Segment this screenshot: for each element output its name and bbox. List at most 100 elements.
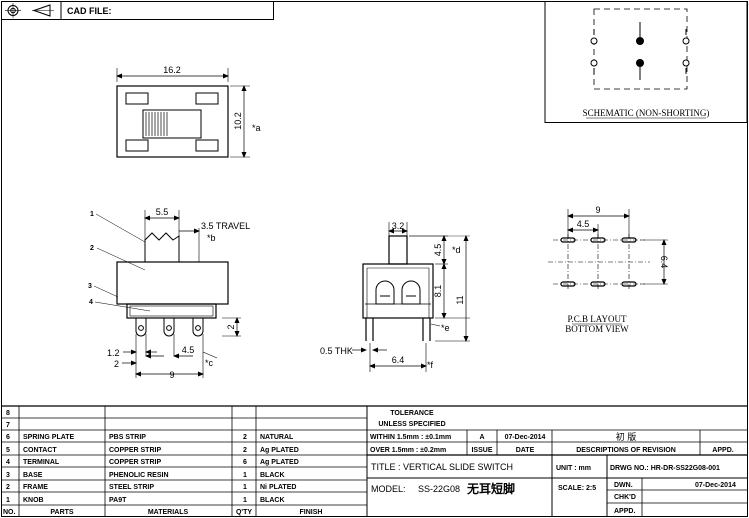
bom-row-4-material: COPPER STRIP (109, 459, 161, 466)
revision-block: A 07-Dec-2014 初 版 ISSUE DATE DESCRIPTION… (471, 431, 733, 454)
front-knob-height-note: *d (452, 245, 461, 255)
revision-rev: A (479, 434, 484, 441)
model-chinese: 无耳短脚 (466, 481, 515, 496)
bom-header-qty: Q'TY (236, 509, 252, 516)
bom-header-parts: PARTS (50, 509, 74, 516)
bom-row-2-finish: Ni PLATED (260, 484, 296, 491)
bom-header-finish: FINISH (300, 509, 323, 516)
drawing-scale: SCALE: 2:5 (558, 485, 596, 492)
dwn-date: 07-Dec-2014 (695, 482, 736, 489)
bom-row-2-part: FRAME (23, 484, 48, 491)
tolerance-row-2: OVER 1.5mm : ±0.2mm (370, 447, 446, 454)
front-view: 3.2 4.5 *d 8.1 11 *e 0.5 THK (320, 221, 470, 372)
front-body-height: 8.1 (433, 285, 443, 298)
bom-table: 8 7 6 SPRING PLATE PBS STRIP 2 NATURAL 5… (3, 410, 322, 516)
title-block-text: TITLE : VERTICAL SLIDE SWITCH UNIT : mm … (371, 462, 736, 515)
dwn-label: DWN. (614, 482, 633, 489)
pcb-pitch: 4.5 (577, 219, 590, 229)
bom-row-1-material: PA9T (109, 497, 127, 504)
side-pin-width: 1.2 (107, 348, 120, 358)
revision-desc-label: DESCRIPTIONS OF REVISION (576, 447, 676, 454)
front-knob-height: 4.5 (433, 244, 443, 257)
callout-4: 4 (89, 299, 93, 306)
bom-row-2-material: STEEL STRIP (109, 484, 154, 491)
callout-3: 3 (88, 283, 92, 290)
revision-description: 初 版 (616, 431, 637, 442)
bom-row-8-no: 8 (6, 410, 10, 417)
bom-row-3-part: BASE (23, 472, 43, 479)
pcb-layout: 9 4.5 6.4 P.C.B LAYOUT BOTTOM VIEW (548, 205, 669, 334)
side-knob-width: 5.5 (156, 207, 169, 217)
tolerance-block: TOLERANCE UNLESS SPECIFIED WITHIN 1.5mm … (370, 410, 451, 454)
pcb-subtitle: BOTTOM VIEW (565, 324, 629, 334)
bom-row-1-no: 1 (6, 497, 10, 504)
bom-row-2-no: 2 (6, 484, 10, 491)
side-pitch: 4.5 (182, 345, 195, 355)
side-travel-note: *b (207, 233, 216, 243)
bom-row-5-part: CONTACT (23, 447, 57, 454)
drawing-title: TITLE : VERTICAL SLIDE SWITCH (371, 462, 513, 472)
title-block (1, 405, 747, 516)
bom-row-3-finish: BLACK (260, 472, 285, 479)
revision-issue-label: ISSUE (471, 447, 492, 454)
bom-row-5-qty: 2 (243, 447, 247, 454)
side-span: 9 (169, 370, 174, 380)
header: CAD FILE: (1, 1, 274, 20)
tolerance-subtitle: UNLESS SPECIFIED (378, 421, 445, 428)
revision-appd-label: APPD. (712, 447, 733, 454)
bom-row-6-material: PBS STRIP (109, 434, 146, 441)
revision-date: 07-Dec-2014 (505, 434, 546, 441)
tolerance-title: TOLERANCE (390, 410, 434, 417)
front-knob-width: 3.2 (392, 221, 405, 231)
side-pitch-note: *c (205, 358, 214, 368)
bom-row-7-no: 7 (6, 422, 10, 429)
drawing-number: DRWG NO.: HR-DR-SS22G08-001 (610, 465, 720, 472)
tolerance-row-1: WITHIN 1.5mm : ±0.1mm (370, 434, 451, 441)
bom-row-5-no: 5 (6, 447, 10, 454)
front-total-height: 11 (455, 295, 465, 304)
side-travel: 3.5 TRAVEL (201, 221, 250, 231)
cad-file-label: CAD FILE: (67, 6, 112, 16)
bom-row-4-no: 4 (6, 459, 10, 466)
bom-row-3-no: 3 (6, 472, 10, 479)
bom-row-6-qty: 2 (243, 434, 247, 441)
bom-row-6-no: 6 (6, 434, 10, 441)
top-height-dim: 10.2 (233, 112, 243, 130)
bom-row-2-qty: 1 (243, 484, 247, 491)
schematic-title: SCHEMATIC (NON-SHORTING) (583, 108, 710, 118)
pcb-row-gap: 6.4 (659, 256, 669, 269)
bom-row-4-part: TERMINAL (23, 459, 60, 466)
projection-icon (5, 3, 54, 18)
top-width-dim: 16.2 (163, 65, 181, 75)
bom-row-3-qty: 1 (243, 472, 247, 479)
bom-row-5-material: COPPER STRIP (109, 447, 161, 454)
front-thickness: 0.5 THK (320, 346, 353, 356)
side-pin-offset: 2 (114, 359, 119, 369)
chkd-label: CHK'D (614, 494, 636, 501)
callout-2: 2 (90, 245, 94, 252)
bom-row-3-material: PHENOLIC RESIN (109, 472, 169, 479)
bom-row-1-qty: 1 (243, 497, 247, 504)
bom-row-4-qty: 6 (243, 459, 247, 466)
bom-header-materials: MATERIALS (148, 509, 189, 516)
schematic-box: SCHEMATIC (NON-SHORTING) (544, 1, 748, 123)
bom-row-4-finish: Ag PLATED (260, 459, 299, 466)
bom-header-no: NO. (3, 509, 16, 516)
front-leg-span: 6.4 (392, 355, 405, 365)
top-view: 16.2 10.2 *a (116, 65, 261, 158)
front-leg-span-note: *f (427, 360, 434, 370)
callout-1: 1 (90, 211, 94, 218)
bom-row-1-part: KNOB (23, 497, 44, 504)
bom-row-6-part: SPRING PLATE (23, 434, 75, 441)
model-number: SS-22G08 (418, 484, 460, 494)
bom-row-1-finish: BLACK (260, 497, 285, 504)
pcb-title: P.C.B LAYOUT (568, 314, 627, 324)
appd-label: APPD. (614, 508, 635, 515)
front-leg-note: *e (441, 323, 450, 333)
top-height-note: *a (252, 123, 261, 133)
model-label: MODEL: (371, 484, 406, 494)
side-view: 5.5 3.5 TRAVEL *b 1 2 3 4 2 (88, 207, 250, 380)
side-pin-height: 2 (226, 324, 236, 329)
